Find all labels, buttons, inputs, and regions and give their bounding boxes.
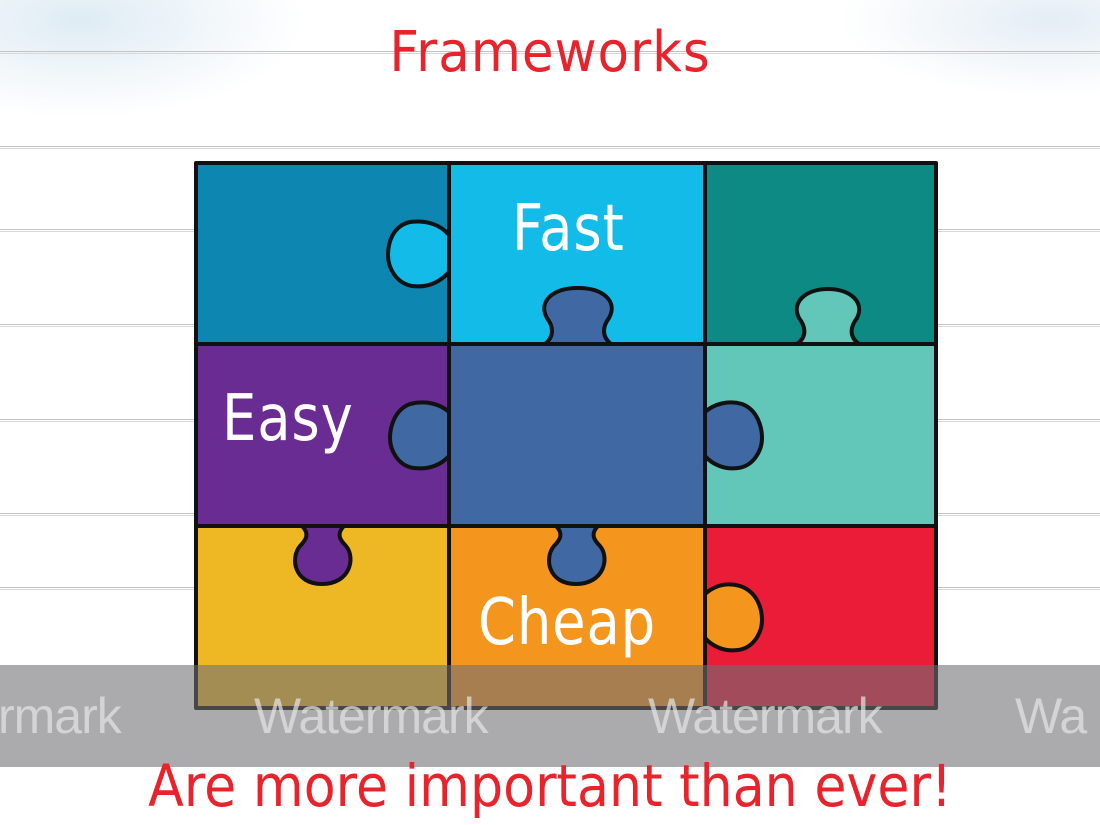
ruled-line <box>0 51 1100 54</box>
watermark-band: rmark Watermark Watermark Wa <box>0 665 1100 767</box>
ruled-line <box>0 146 1100 149</box>
watermark-text: rmark <box>0 688 122 744</box>
watermark-text: Wa <box>1015 688 1087 744</box>
watermark-text: Watermark <box>254 688 489 744</box>
slide-subtitle: Are more important than ever! <box>148 752 952 820</box>
piece-middle-center <box>447 342 707 528</box>
label-easy: Easy <box>222 382 354 456</box>
watermark-text: Watermark <box>648 688 883 744</box>
slide-title: Frameworks <box>389 20 711 85</box>
label-fast: Fast <box>512 192 625 266</box>
label-cheap: Cheap <box>478 586 657 660</box>
